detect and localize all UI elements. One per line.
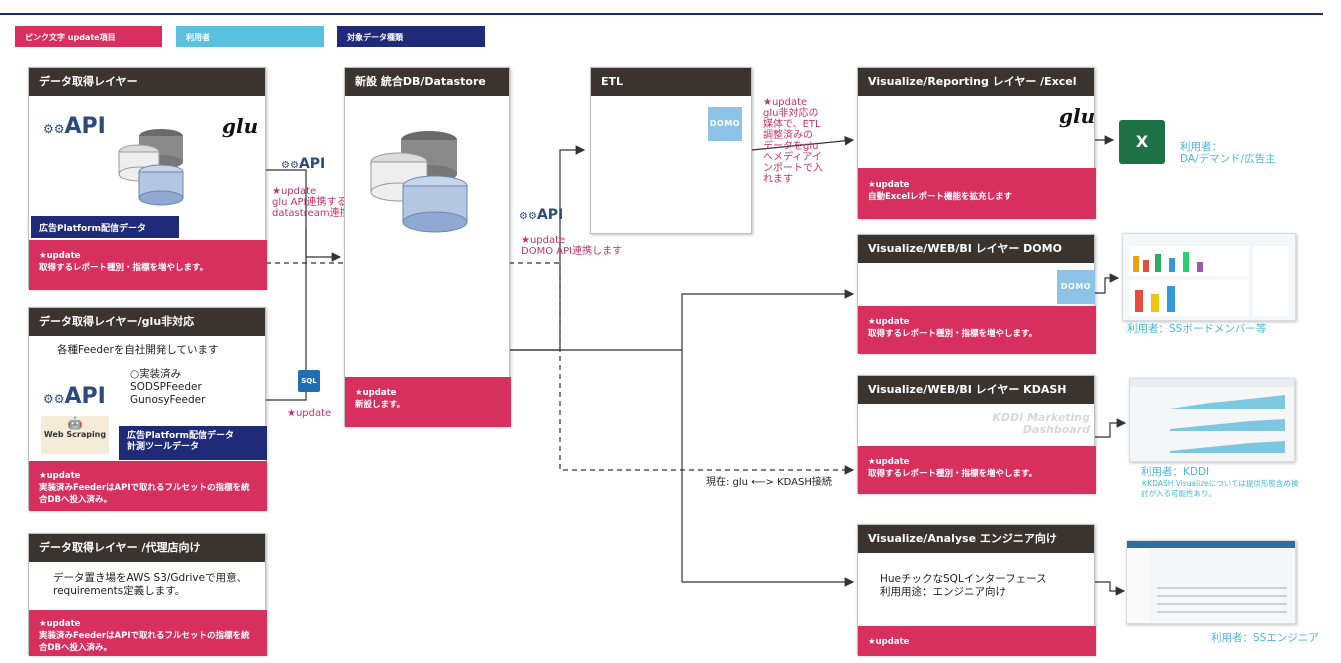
- db-update-box: ★update 新設します。: [345, 377, 511, 427]
- glu-logo: glu: [222, 114, 259, 138]
- data-acquisition-agency-card: データ取得レイヤー /代理店向け データ置き場をAWS S3/Gdriveで用意…: [28, 533, 267, 656]
- layer2-feeder-list: ○実装済み SODSPFeeder GunosyFeeder: [130, 368, 205, 407]
- sql-icon: SQL: [298, 370, 320, 392]
- viz-excel-card: Visualize/Reporting レイヤー /Excel glu ★upd…: [857, 67, 1096, 219]
- gear-icon: ⚙⚙: [43, 392, 65, 406]
- viz1-update-star: ★update: [868, 180, 910, 190]
- data-acquisition-nonglu-card: データ取得レイヤー/glu非対応 各種Feederを自社開発しています ○実装済…: [28, 307, 267, 511]
- glu-logo: glu: [1059, 104, 1096, 128]
- list-item: ○実装済み: [130, 368, 182, 380]
- viz1-update-text: 自動Excelレポート機能を拡充します: [868, 192, 1013, 202]
- database-icon: [118, 129, 184, 206]
- connector2-note: ★update DOMO API連携します: [521, 235, 623, 257]
- api-logo: ⚙⚙API: [43, 384, 106, 409]
- api-logo: ⚙⚙API: [43, 114, 106, 139]
- layer1-update-text: 取得するレポート種別・指標を増やします。: [39, 263, 209, 273]
- database-icon: [370, 131, 468, 233]
- viz2-user: 利用者：SSボードメンバー等: [1127, 323, 1267, 335]
- viz3-user: 利用者：KDDI: [1141, 466, 1210, 478]
- layer2-update-text: 実装済みFeederはAPIで取れるフルセットの指標を統合DBへ投入済み。: [39, 483, 250, 505]
- data-acquisition-layer-card: データ取得レイヤー ⚙⚙API glu 広告Platform配信データ ★upd…: [28, 67, 267, 290]
- web-scraping-logo: 🤖 Web Scraping: [41, 416, 109, 454]
- robot-icon: 🤖: [67, 416, 83, 430]
- layer2-data-type: 広告Platform配信データ 計測ツールデータ: [119, 426, 267, 460]
- viz4-title: Visualize/Analyse エンジニア向け: [858, 525, 1094, 553]
- kdash-dashboard-screenshot: [1129, 378, 1295, 462]
- viz3-update-box: ★update 取得するレポート種別・指標を増やします。: [858, 446, 1096, 494]
- list-item: SODSPFeeder: [130, 381, 202, 393]
- viz3-update-star: ★update: [868, 457, 910, 467]
- domo-dashboard-screenshot: [1122, 233, 1296, 321]
- layer3-update-star: ★update: [39, 619, 81, 629]
- viz1-title: Visualize/Reporting レイヤー /Excel: [858, 68, 1094, 96]
- layer1-data-type: 広告Platform配信データ: [31, 216, 179, 238]
- layer3-update-text: 実装済みFeederはAPIで取れるフルセットの指標を統合DBへ投入済み。: [39, 631, 250, 653]
- viz2-update-star: ★update: [868, 317, 910, 327]
- etl-title: ETL: [591, 68, 751, 96]
- viz3-title: Visualize/WEB/BI レイヤー KDASH: [858, 376, 1094, 404]
- viz3-note: ※KDASH Visualizeについては提供形態含め検討が入る可能性あり。: [1141, 479, 1299, 498]
- gear-icon: ⚙⚙: [519, 211, 537, 222]
- layer3-title: データ取得レイヤー /代理店向け: [29, 534, 265, 562]
- top-rule: [0, 13, 1323, 15]
- hue-sql-screenshot: [1126, 540, 1296, 624]
- connector2-api-logo: ⚙⚙API: [519, 207, 564, 223]
- kdash-logo: KDDI Marketing Dashboard: [992, 411, 1090, 436]
- viz2-title: Visualize/WEB/BI レイヤー DOMO: [858, 235, 1094, 263]
- layer1-title: データ取得レイヤー: [29, 68, 265, 96]
- viz2-update-box: ★update 取得するレポート種別・指標を増やします。: [858, 306, 1096, 354]
- layer3-desc: データ置き場をAWS S3/Gdriveで用意、requirements定義しま…: [53, 572, 248, 597]
- db-title: 新設 統合DB/Datastore: [345, 68, 509, 96]
- viz1-user: 利用者： DA/デマンド/広告主: [1180, 141, 1276, 165]
- viz1-update-box: ★update 自動Excelレポート機能を拡充します: [858, 168, 1096, 219]
- domo-logo: DOMO: [1057, 270, 1095, 304]
- dashboard-thumbnail: [1127, 541, 1295, 623]
- legend-pink: ピンク文字 update項目: [15, 26, 162, 47]
- layer2-update-star: ★update: [39, 471, 81, 481]
- integrated-db-card: 新設 統合DB/Datastore ★update 新設します。: [344, 67, 511, 427]
- kdash-link-note: 現在: glu ⟵> KDASH接続: [706, 477, 832, 488]
- gear-icon: ⚙⚙: [43, 122, 65, 136]
- legend-type: 対象データ種類: [337, 26, 485, 47]
- dashboard-thumbnail: [1129, 246, 1289, 316]
- gear-icon: ⚙⚙: [281, 160, 299, 171]
- dashboard-thumbnail: [1130, 379, 1294, 453]
- layer2-desc: 各種Feederを自社開発しています: [57, 344, 219, 356]
- legend-user: 利用者: [176, 26, 324, 47]
- layer1-update-star: ★update: [39, 251, 81, 261]
- sql-note: ★update: [287, 408, 332, 419]
- domo-logo: DOMO: [708, 107, 742, 141]
- viz2-update-text: 取得するレポート種別・指標を増やします。: [868, 329, 1038, 339]
- etl-note: ★update glu非対応の 媒体で、ETL 調整済みの データをglu へメ…: [763, 97, 823, 185]
- db-update-star: ★update: [355, 388, 397, 398]
- viz-domo-card: Visualize/WEB/BI レイヤー DOMO DOMO ★update …: [857, 234, 1096, 354]
- connector1-api-logo: ⚙⚙API: [281, 156, 326, 172]
- viz4-desc1: HueチックなSQLインターフェース: [880, 573, 1047, 585]
- layer3-update-box: ★update 実装済みFeederはAPIで取れるフルセットの指標を統合DBへ…: [29, 610, 267, 656]
- etl-card: ETL DOMO: [590, 67, 752, 234]
- db-update-text: 新設します。: [355, 400, 406, 410]
- connector1-note: ★update glu API連携するか、 datastream連携: [272, 186, 367, 219]
- viz-kdash-card: Visualize/WEB/BI レイヤー KDASH KDDI Marketi…: [857, 375, 1096, 494]
- layer2-title: データ取得レイヤー/glu非対応: [29, 308, 265, 336]
- viz4-update-box: ★update: [858, 626, 1096, 656]
- excel-icon: X: [1119, 120, 1165, 164]
- viz-engineer-card: Visualize/Analyse エンジニア向け HueチックなSQLインター…: [857, 524, 1096, 656]
- viz3-update-text: 取得するレポート種別・指標を増やします。: [868, 469, 1038, 479]
- layer2-update-box: ★update 実装済みFeederはAPIで取れるフルセットの指標を統合DBへ…: [29, 461, 267, 511]
- list-item: GunosyFeeder: [130, 394, 206, 406]
- layer1-update-box: ★update 取得するレポート種別・指標を増やします。: [29, 240, 267, 290]
- viz4-user: 利用者：SSエンジニア: [1211, 632, 1319, 644]
- viz4-update-star: ★update: [868, 637, 910, 647]
- viz4-desc2: 利用用途：エンジニア向け: [880, 586, 1006, 598]
